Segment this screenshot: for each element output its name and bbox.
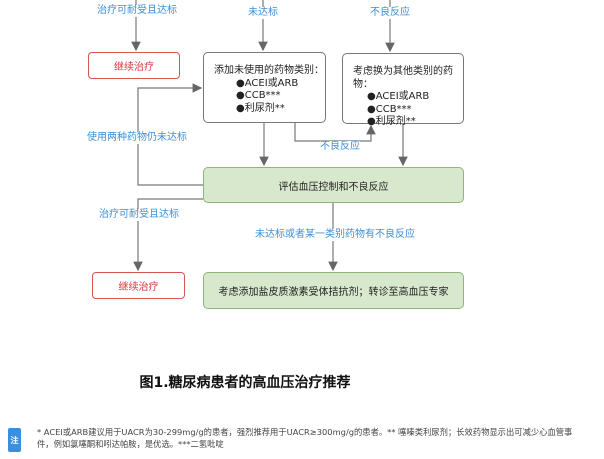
continue-treatment-box-top: 继续治疗	[88, 52, 180, 79]
label-tolerated-top: 治疗可耐受且达标	[97, 5, 177, 17]
add-drug-class-box: 添加未使用的药物类别： ●ACEI或ARB ●CCB*** ●利尿剂**	[203, 52, 326, 123]
label-not-reached: 未达标	[248, 7, 278, 19]
label-adverse-top: 不良反应	[370, 7, 410, 19]
add-box-title: 添加未使用的药物类别：	[214, 65, 324, 76]
figure-title: 图1.糖尿病患者的高血压治疗推荐	[139, 375, 351, 391]
label-not-reached-or-adverse: 未达标或者某一类别药物有不良反应	[255, 229, 415, 241]
switch-drug-class-box: 考虑换为其他类别的药物： ●ACEI或ARB ●CCB*** ●利尿剂**	[342, 53, 464, 127]
add-box-item: ●利尿剂**	[236, 102, 285, 114]
switch-box-title: 考虑换为其他类别的药物：	[353, 66, 453, 90]
add-box-item: ●ACEI或ARB	[236, 77, 299, 89]
label-adverse-mid: 不良反应	[320, 141, 360, 153]
switch-box-item: ●ACEI或ARB	[367, 91, 430, 102]
switch-box-item: ●CCB***	[367, 103, 412, 115]
footnote-text: * ACEI或ARB建议用于UACR为30-299mg/g的患者，强烈推荐用于U…	[37, 427, 573, 449]
add-box-item: ●CCB***	[236, 90, 281, 101]
continue-treatment-box-bottom: 继续治疗	[92, 272, 185, 299]
evaluate-box: 评估血压控制和不良反应	[203, 167, 464, 203]
note-icon: 注	[8, 428, 21, 452]
label-tolerated-bottom: 治疗可耐受且达标	[99, 209, 179, 221]
label-two-drugs-not-reached: 使用两种药物仍未达标	[87, 132, 187, 144]
switch-box-item: ●利尿剂**	[367, 116, 416, 127]
final-recommendation-box: 考虑添加盐皮质激素受体拮抗剂；转诊至高血压专家	[203, 272, 464, 309]
